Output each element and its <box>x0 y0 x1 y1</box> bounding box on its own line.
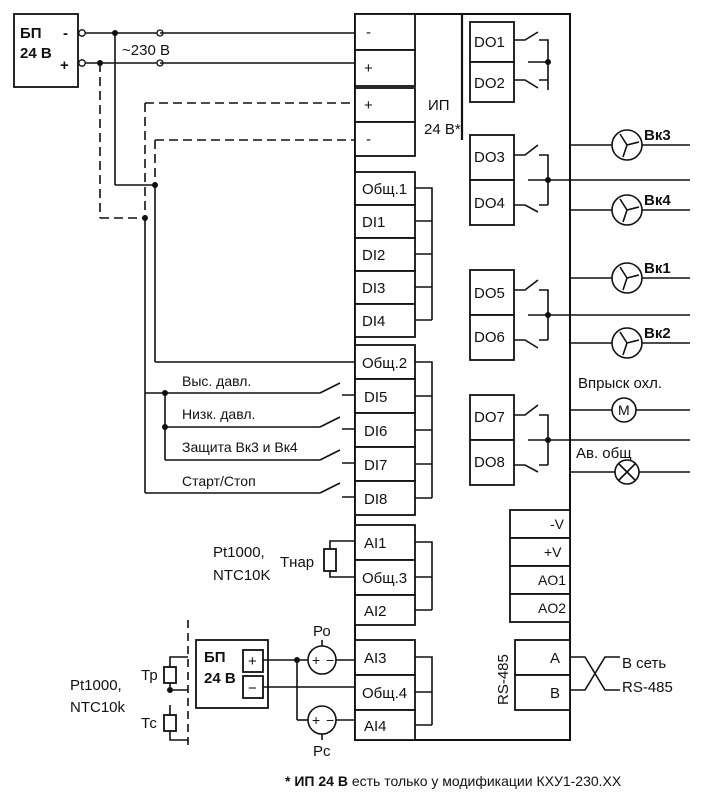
do8-label: DO8 <box>474 454 505 471</box>
psu-bottom-minus: − <box>248 680 257 697</box>
internal-psu-minus: - <box>366 131 371 148</box>
motor-symbol: M <box>618 402 630 418</box>
ao1-label: AO1 <box>538 572 566 588</box>
rs485: A B RS-485 В сеть RS-485 <box>495 639 673 711</box>
terminal-plus: + <box>364 60 373 77</box>
fan4-label: Вк4 <box>644 192 671 209</box>
di1-common: Общ.1 <box>362 181 407 198</box>
psu-bottom: БП 24 В + − <box>195 639 269 709</box>
rs485-name: RS-485 <box>495 654 512 705</box>
ai-common4-label: Общ.4 <box>362 685 407 702</box>
loads: Вк3 Вк4 Вк1 Вк2 Впрыск охл. M Ав. общ <box>570 127 690 485</box>
psu-top-plus: + <box>60 57 69 74</box>
footnote: * ИП 24 В есть только у модификации КХУ1… <box>285 773 622 789</box>
sensor-top-name: Тнар <box>280 554 314 571</box>
di1-label: DI1 <box>362 214 385 231</box>
di-group1: Общ.1 DI1 DI2 DI3 DI4 <box>354 171 433 338</box>
fan3-label: Вк3 <box>644 127 671 144</box>
sensor-bottom-line1: Pt1000, <box>70 677 122 694</box>
sensor-top-line2: NTC10K <box>213 567 271 584</box>
ao-plus-v: +V <box>544 544 562 560</box>
do6-label: DO6 <box>474 329 505 346</box>
di2-common: Общ.2 <box>362 355 407 372</box>
cooling-label: Впрыск охл. <box>578 375 662 392</box>
footnote-rest: есть только у модификации КХУ1-230.ХХ <box>348 773 622 789</box>
alarm-label: Ав. общ <box>576 445 632 462</box>
sensor-tp-tc: Тр Тс Pt1000, NTC10k <box>70 620 189 750</box>
internal-psu-label1: ИП <box>428 97 450 114</box>
psu-bottom-line2: 24 В <box>204 670 236 687</box>
psu-top-line1: БП <box>20 25 42 42</box>
internal-psu-plus: + <box>364 97 373 114</box>
di7-label: DI7 <box>364 457 387 474</box>
di4-label: DI4 <box>362 313 385 330</box>
ao-minus-v: -V <box>550 516 565 532</box>
pressure-pc: Рс <box>313 743 331 760</box>
di8-signal-label: Старт/Стоп <box>182 473 256 489</box>
psu-top-minus: - <box>63 25 68 42</box>
svg-text:−: − <box>326 712 334 728</box>
rs485-net2: RS-485 <box>622 679 673 696</box>
module-power-terminals: - + <box>354 13 416 87</box>
rs485-net1: В сеть <box>622 655 666 672</box>
sensor-bottom-line2: NTC10k <box>70 699 126 716</box>
do-group4: DO7 DO8 <box>469 394 570 486</box>
mains-voltage-label: ~230 В <box>122 42 170 59</box>
do2-label: DO2 <box>474 75 505 92</box>
di6-label: DI6 <box>364 423 387 440</box>
ai1-label: AI1 <box>364 535 387 552</box>
terminal-minus: - <box>366 24 371 41</box>
psu-bottom-plus: + <box>248 653 257 670</box>
sensor-top-line1: Pt1000, <box>213 544 265 561</box>
do-group2: DO3 DO4 <box>469 134 570 226</box>
sensor-tp: Тр <box>141 667 158 684</box>
ao-terminals: -V +V AO1 AO2 <box>509 509 571 623</box>
di5-label: DI5 <box>364 389 387 406</box>
di3-label: DI3 <box>362 280 385 297</box>
psu-top-line2: 24 В <box>20 45 52 62</box>
do-group3: DO5 DO6 <box>469 269 570 361</box>
internal-psu-terminals: + - ИП 24 В* <box>354 87 461 157</box>
svg-text:−: − <box>326 652 334 668</box>
internal-psu-label2: 24 В* <box>424 121 461 138</box>
di6-signal-label: Низк. давл. <box>182 406 255 422</box>
ai2-label: AI2 <box>364 603 387 620</box>
di-switches: Выс. давл. Низк. давл. Защита Вк3 и Вк4 … <box>145 373 355 498</box>
do-group1: DO1 DO2 <box>469 21 551 103</box>
fan1-label: Вк1 <box>644 260 671 277</box>
do4-label: DO4 <box>474 195 505 212</box>
pressure-po: Ро <box>313 623 331 640</box>
di2-label: DI2 <box>362 247 385 264</box>
rs485-a: A <box>550 650 560 667</box>
do7-label: DO7 <box>474 409 505 426</box>
ai4-label: AI4 <box>364 718 387 735</box>
svg-text:+: + <box>312 712 320 728</box>
ai-group2: AI3 Общ.4 AI4 <box>354 639 433 741</box>
rs485-b: B <box>550 685 560 702</box>
fan2-label: Вк2 <box>644 325 671 342</box>
di7-signal-label: Защита Вк3 и Вк4 <box>182 439 298 455</box>
pressure-transmitters: + − + − Ро Рс <box>263 623 355 760</box>
sensor-tnar: Pt1000, NTC10K Тнар <box>213 540 355 584</box>
do5-label: DO5 <box>474 285 505 302</box>
psu-top: БП 24 В - + <box>13 13 79 88</box>
do1-label: DO1 <box>474 34 505 51</box>
footnote-bold: * ИП 24 В <box>285 773 348 789</box>
di-group2: Общ.2 DI5 DI6 DI7 DI8 <box>354 344 433 516</box>
sensor-tc: Тс <box>141 715 157 732</box>
do3-label: DO3 <box>474 149 505 166</box>
ao2-label: AO2 <box>538 600 566 616</box>
ai-common3-label: Общ.3 <box>362 570 407 587</box>
svg-text:+: + <box>312 652 320 668</box>
di8-label: DI8 <box>364 491 387 508</box>
psu-bottom-line1: БП <box>204 649 226 666</box>
di5-signal-label: Выс. давл. <box>182 373 251 389</box>
ai-group1: AI1 Общ.3 AI2 <box>354 524 433 626</box>
ai3-label: AI3 <box>364 650 387 667</box>
